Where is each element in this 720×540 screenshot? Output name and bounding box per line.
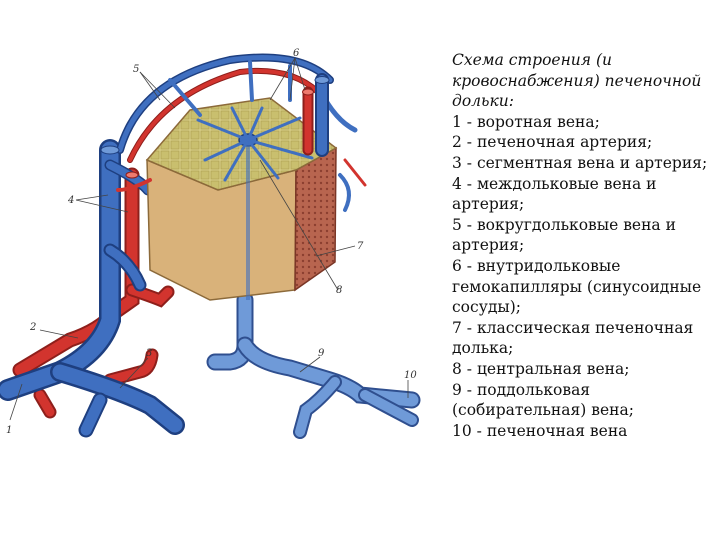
label-6: 6 [293,48,300,59]
portal-tree [0,139,185,438]
leader-lines [9,57,409,421]
label-8: 8 [336,285,342,296]
sinusoids [196,106,314,182]
interlobular-vessels-right [302,73,330,157]
legend-item: 1 - воротная вена; [452,112,600,131]
legend-item: 3 - сегментная вена и артерия; [452,153,708,172]
label-9: 9 [318,348,325,359]
legend-item: 4 - междольковые вена и артерия; [452,174,657,214]
label-5: 5 [133,64,139,75]
legend-item: 2 - печеночная артерия; [452,133,653,152]
label-2: 2 [29,322,36,333]
legend-item: 9 - поддольковая (собирательная) вена; [452,380,634,420]
label-4: 4 [67,195,74,206]
label-7: 7 [357,241,364,252]
legend: Схема строения (и кровоснабжения) печено… [452,50,714,441]
label-1: 1 [6,425,12,436]
legend-item: 10 - печеночная вена [452,421,628,440]
legend-title: Схема строения (и кровоснабжения) печено… [452,51,702,111]
label-3: 3 [146,348,152,359]
diagram-labels: 1 2 3 4 5 6 7 8 9 10 [6,48,417,436]
legend-item: 6 - внутридольковые гемокапилляры (синус… [452,256,702,317]
legend-item: 5 - вокругдольковые вена и артерия; [452,215,676,255]
legend-item: 8 - центральная вена; [452,359,630,378]
legend-item: 7 - классическая печеночная долька; [452,318,694,358]
perilobular-vessels [116,53,367,212]
hepatic-vein-tree [206,291,421,439]
liver-lobule-diagram: 1 2 3 4 5 6 7 8 9 10 [0,48,421,439]
label-10: 10 [404,370,417,381]
